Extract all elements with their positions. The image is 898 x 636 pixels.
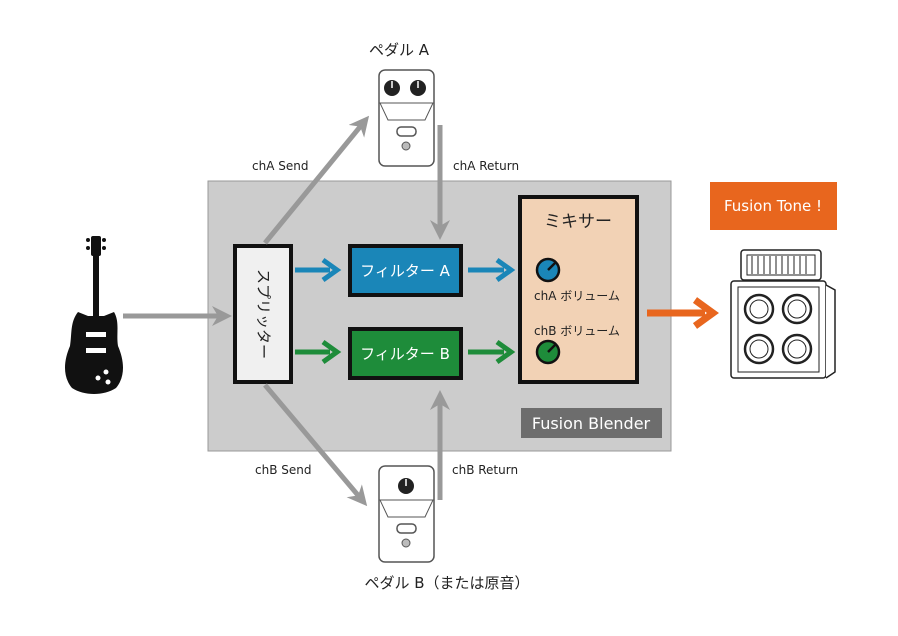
- chb-send-label: chB Send: [255, 463, 311, 477]
- cha-volume-knob-icon: [535, 257, 561, 283]
- filter-b-input-arrow: [295, 339, 342, 365]
- guitar-icon: [65, 236, 123, 394]
- cha-return-label: chA Return: [453, 159, 519, 173]
- fusion-blender-badge: Fusion Blender: [521, 408, 662, 438]
- chb-return-label: chB Return: [452, 463, 518, 477]
- splitter-label: スプリッター: [255, 269, 273, 359]
- mixer-title: ミキサー: [544, 212, 612, 232]
- pedal-a-icon: [378, 69, 435, 167]
- output-arrow: [647, 297, 719, 329]
- filter-b: フィルター B: [348, 327, 463, 380]
- cha-volume-label: chA ボリューム: [534, 289, 620, 303]
- filter-a: フィルター A: [348, 244, 463, 297]
- pedal-b-label: ペダル B（または原音）: [364, 574, 529, 592]
- chb-volume-label: chB ボリューム: [534, 324, 620, 338]
- amplifier-icon: [730, 249, 836, 379]
- cha-send-label: chA Send: [252, 159, 308, 173]
- filter-b-label: フィルター B: [360, 345, 450, 363]
- chb-send-arrow: [263, 383, 368, 507]
- pedal-b-icon: [378, 465, 435, 563]
- filter-a-output-arrow: [468, 257, 516, 283]
- splitter: スプリッター: [233, 244, 293, 384]
- filter-a-label: フィルター A: [360, 262, 450, 280]
- fusion-tone-label: Fusion Tone !: [724, 197, 822, 215]
- fusion-blender-label: Fusion Blender: [532, 414, 651, 433]
- fusion-tone-badge: Fusion Tone !: [710, 182, 837, 230]
- mixer: ミキサー chA ボリューム chB ボリューム: [518, 195, 639, 384]
- chb-volume-knob-icon: [535, 339, 561, 365]
- filter-b-output-arrow: [468, 339, 516, 365]
- filter-a-input-arrow: [295, 257, 342, 283]
- cha-send-arrow: [263, 115, 370, 245]
- pedal-a-label: ペダル A: [369, 41, 430, 59]
